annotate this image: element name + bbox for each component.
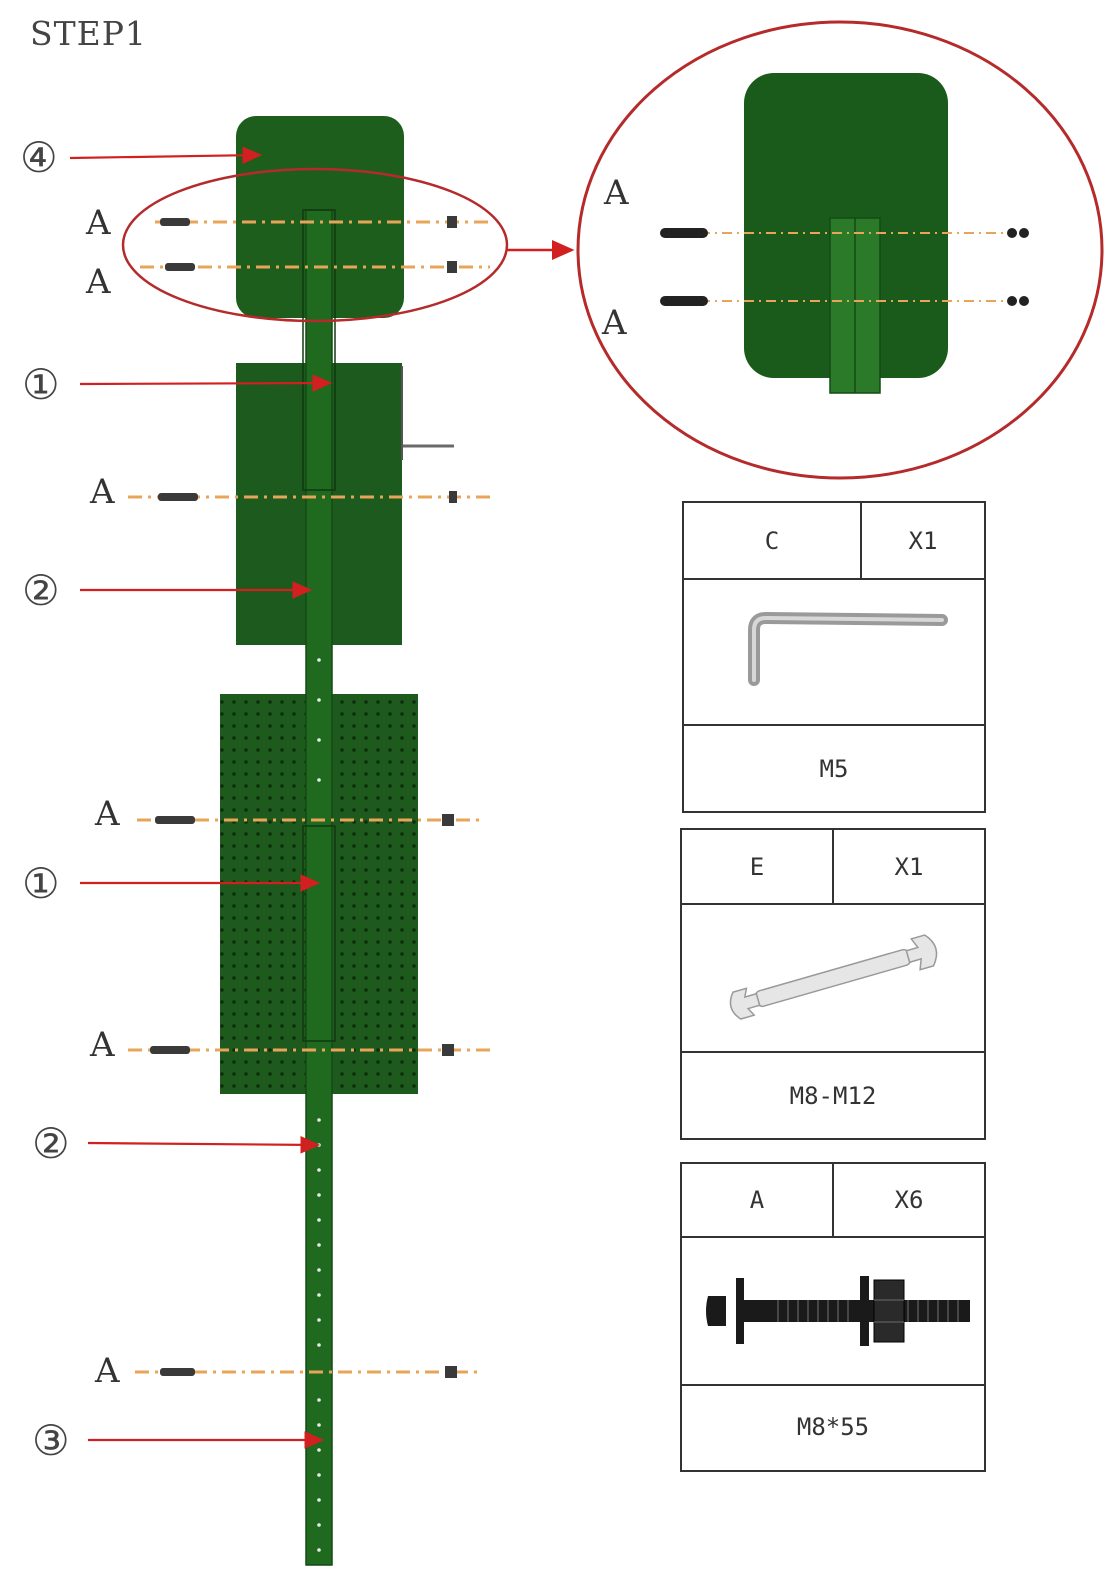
part-quantity: X1 — [894, 852, 924, 881]
parts-table-hex-key: C X1 M5 — [682, 501, 986, 813]
pole — [305, 209, 333, 1566]
part-code: A — [682, 1164, 834, 1236]
detail-ellipse — [121, 167, 509, 323]
detail-circle — [576, 20, 1104, 480]
part-code: E — [682, 830, 834, 903]
table-header-row: E X1 — [682, 830, 984, 905]
part-1-label: ① — [22, 360, 60, 409]
hex-key-icon — [684, 580, 984, 726]
part-spec: M5 — [819, 754, 849, 783]
part-code: C — [684, 503, 862, 578]
bolt-heads — [150, 218, 198, 1376]
bolt-label-a-2: A — [85, 262, 111, 302]
part-spec: M8*55 — [796, 1413, 870, 1441]
pole-sleeve-top — [302, 209, 336, 491]
table-header-row: C X1 — [684, 503, 984, 580]
detail-bolt-label-a-1: A — [603, 173, 629, 213]
pole-sleeve-lower — [302, 825, 336, 1042]
bolt-label-a-4: A — [94, 794, 120, 834]
detail-bolt-lines — [700, 232, 1015, 302]
bolt-icon — [682, 1238, 984, 1386]
callout-arrows — [69, 146, 333, 1449]
detail-bolts — [660, 228, 1029, 306]
part-4-label: ④ — [20, 133, 58, 182]
table-header-row: A X6 — [682, 1164, 984, 1238]
step-title: STEP1 — [30, 14, 147, 53]
part-spec: M8-M12 — [789, 1081, 877, 1110]
detail-bolt-label-a-2: A — [601, 303, 627, 343]
nuts — [442, 216, 457, 1378]
bolt-label-a-1: A — [85, 203, 111, 243]
part-3-label: ③ — [32, 1416, 70, 1465]
part-2-label: ② — [22, 566, 60, 615]
parts-table-wrench: E X1 M8-M12 — [680, 828, 986, 1140]
parts-table-bolt: A X6 M8*55 — [680, 1162, 986, 1472]
part-quantity: X6 — [894, 1186, 924, 1214]
bolt-label-a-5: A — [89, 1025, 115, 1065]
part-1-label-lower: ① — [22, 859, 60, 908]
part-quantity: X1 — [908, 526, 938, 555]
bolt-label-a-3: A — [89, 472, 115, 512]
bolt-label-a-6: A — [94, 1351, 120, 1391]
part-2-label-lower: ② — [32, 1119, 70, 1168]
wrench-icon — [682, 905, 984, 1053]
